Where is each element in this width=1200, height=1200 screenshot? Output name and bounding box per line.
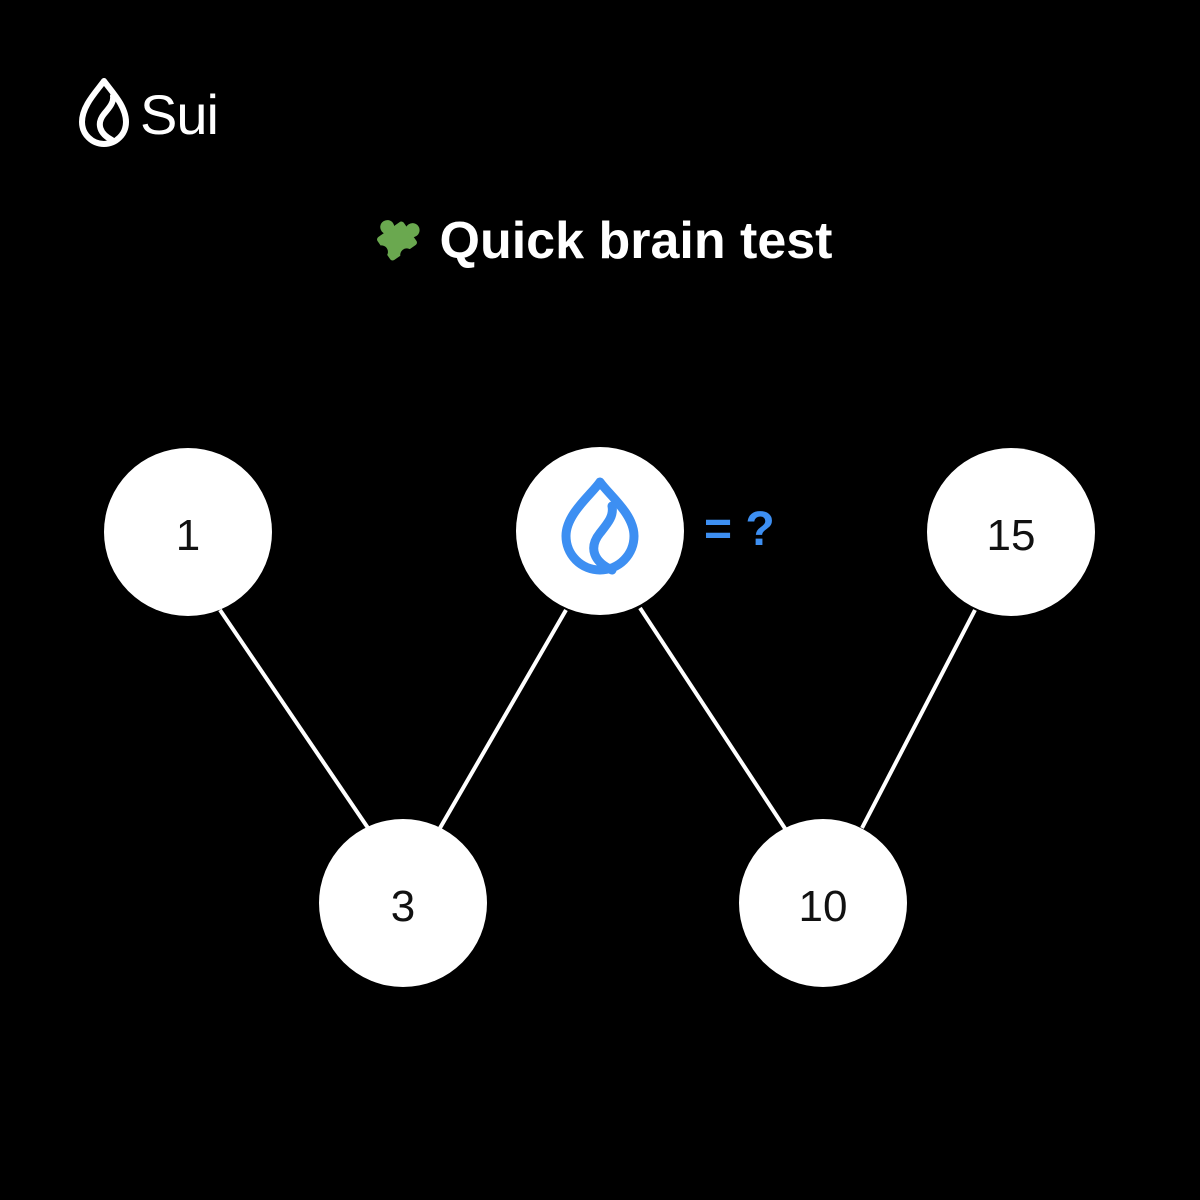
node-label: 1 [176, 511, 200, 560]
node-circle-5 [927, 448, 1095, 616]
sui-logo: Sui [74, 76, 219, 154]
connector-line [860, 609, 977, 829]
node-circle-2 [319, 819, 487, 987]
puzzle-piece-icon [374, 220, 420, 262]
node-label: 3 [391, 882, 415, 931]
node-label: 10 [799, 882, 848, 931]
connector-line [438, 608, 568, 830]
node-circle-4 [739, 819, 907, 987]
node-circle-1 [104, 448, 272, 616]
sui-drop-icon [79, 78, 129, 147]
sui-drop-icon [561, 477, 639, 575]
title-text: Quick brain test [439, 212, 833, 270]
node-label: 15 [987, 511, 1036, 560]
page-title: Quick brain test [0, 212, 1200, 270]
connector-line [218, 608, 370, 830]
brand-name: Sui [140, 83, 219, 146]
connector-line [638, 606, 788, 832]
unknown-equals-label: = ? [704, 503, 775, 556]
